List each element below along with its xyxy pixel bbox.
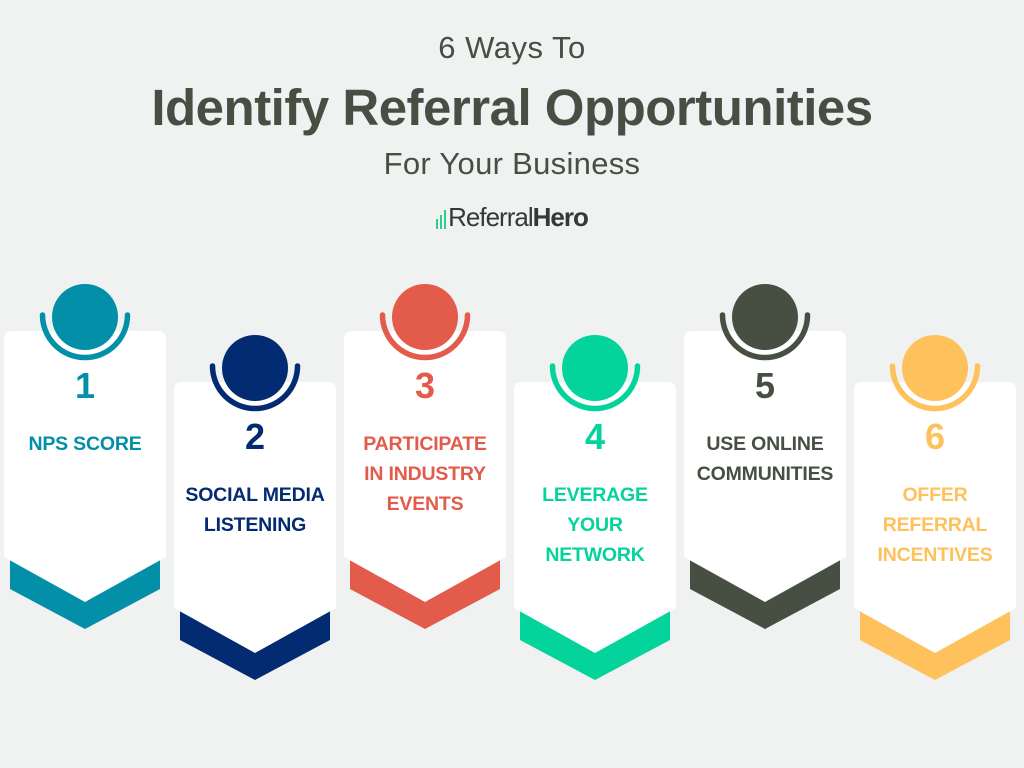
step-label-line: SOCIAL MEDIA [185,484,325,506]
ring-arc-icon [39,312,131,361]
referralhero-logo: ReferralHero [0,200,1024,232]
card-body [854,382,1016,653]
ring-arc-icon [209,363,301,412]
card-body [684,331,846,602]
step-card-shape [344,284,506,629]
step-label-line: OFFER [902,484,968,506]
step-label-line: IN INDUSTRY [364,463,486,485]
card-body [514,382,676,653]
ring-arc-icon [549,363,641,412]
step-number: 4 [584,416,606,457]
step-card-shape [4,284,166,629]
circle-icon [392,284,458,350]
step-number: 1 [74,365,96,406]
step-label-line: USE ONLINE [706,433,824,455]
step-number: 6 [924,416,946,457]
step-label: OFFER REFERRAL INCENTIVES [854,480,1016,570]
step-label-line: REFERRAL [882,514,988,536]
ring-arc-icon [379,312,471,361]
step-label: USE ONLINE COMMUNITIES [684,429,846,489]
step-label-line: EVENTS [386,493,464,515]
logo-text-light: Referral [448,202,533,232]
step-label-line: LISTENING [203,514,307,536]
logo-wordmark: ReferralHero [448,202,589,232]
step-card-shape [684,284,846,629]
page-title: Identify Referral Opportunities [151,79,873,136]
card-body [4,331,166,602]
card-body [174,382,336,653]
step-number: 5 [754,365,776,406]
step-label: PARTICIPATE IN INDUSTRY EVENTS [344,429,506,519]
step-label-line: LEVERAGE [542,484,648,506]
logo-text-bold: Hero [532,202,589,232]
page-subtitle: For Your Business [383,146,641,181]
ring-arc-icon [719,312,811,361]
step-card-shape [854,335,1016,680]
step-card-shape [174,335,336,680]
step-label-line: PARTICIPATE [363,433,487,455]
step-label-line: YOUR [567,514,623,536]
ring-arc-icon [889,363,981,412]
step-label: SOCIAL MEDIA LISTENING [174,480,336,540]
circle-icon [732,284,798,350]
step-label: NPS SCORE [4,429,166,459]
circle-icon [52,284,118,350]
circle-icon [222,335,288,401]
step-card-shape [514,335,676,680]
step-number: 3 [414,365,436,406]
title-kicker: 6 Ways To [438,30,586,65]
step-number: 2 [244,416,266,457]
step-label-line: COMMUNITIES [696,463,834,485]
card-body [344,331,506,602]
step-label-line: NETWORK [545,544,645,566]
circle-icon [902,335,968,401]
bar-chart-icon [436,207,447,232]
step-label-line: INCENTIVES [877,544,993,566]
step-label: LEVERAGE YOUR NETWORK [514,480,676,570]
step-label-line: NPS SCORE [28,433,142,455]
circle-icon [562,335,628,401]
